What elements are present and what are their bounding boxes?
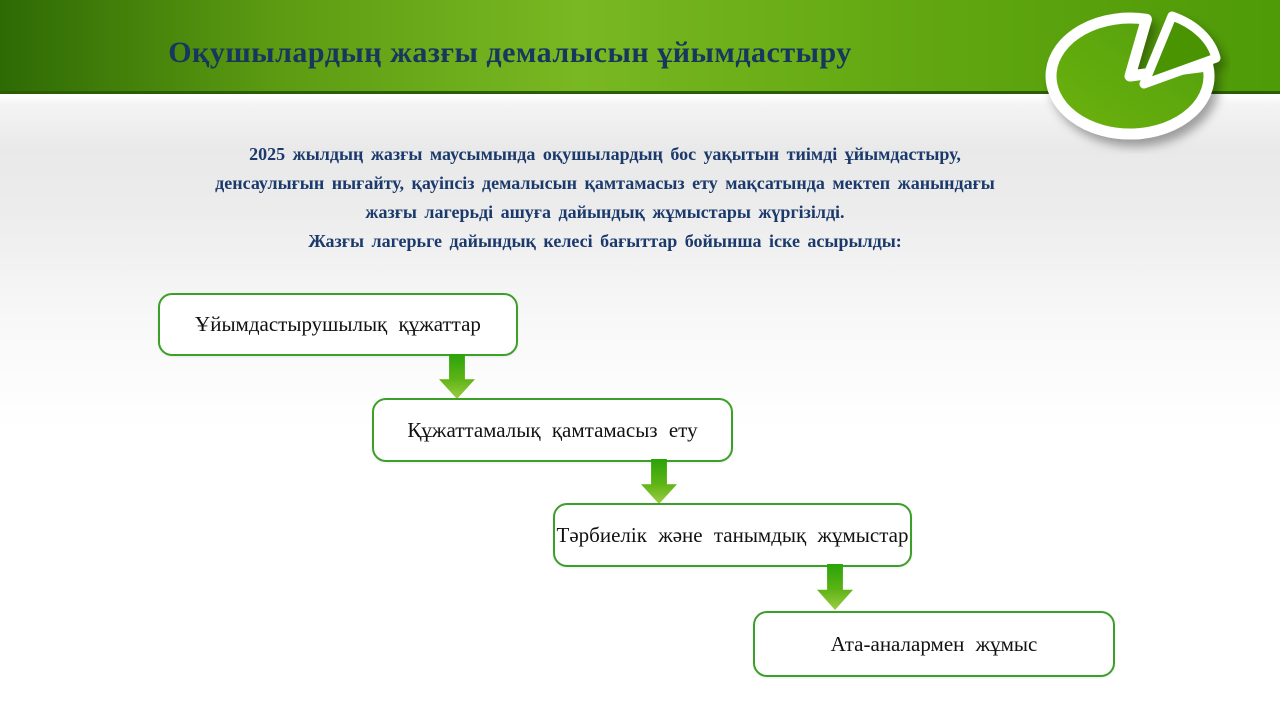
flow-box-label: Ұйымдастырушылық құжаттар	[195, 312, 481, 336]
flow-box-label: Құжаттамалық қамтамасыз ету	[407, 417, 698, 442]
flow-box-organizational-documents: Ұйымдастырушылық құжаттар	[158, 293, 518, 356]
flow-box-educational-cognitive-work: Тәрбиелік және танымдық жұмыстар	[553, 503, 912, 567]
flow-box-label: Ата-аналармен жұмыс	[830, 631, 1038, 656]
flow-box-documentation-support: Құжаттамалық қамтамасыз ету	[372, 398, 733, 462]
down-arrow-icon	[641, 459, 677, 504]
intro-line-4: Жазғы лагерьге дайындық келесі бағыттар …	[308, 231, 902, 251]
intro-line-2: денсаулығын нығайту, қауіпсіз демалысын …	[215, 173, 995, 193]
slide-title: Оқушылардың жазғы демалысын ұйымдастыру	[168, 36, 852, 69]
down-arrow-icon	[439, 354, 475, 399]
flow-box-work-with-parents: Ата-аналармен жұмыс	[753, 611, 1115, 677]
intro-line-1: 2025 жылдың жазғы маусымында оқушылардың…	[249, 144, 961, 164]
flow-box-label: Тәрбиелік және танымдық жұмыстар	[556, 522, 909, 547]
pie-chart-logo-icon	[1045, 11, 1221, 140]
intro-paragraph: 2025 жылдың жазғы маусымында оқушылардың…	[60, 140, 1150, 256]
intro-line-3: жазғы лагерьді ашуға дайындық жұмыстары …	[365, 202, 845, 222]
down-arrow-icon	[817, 564, 853, 610]
